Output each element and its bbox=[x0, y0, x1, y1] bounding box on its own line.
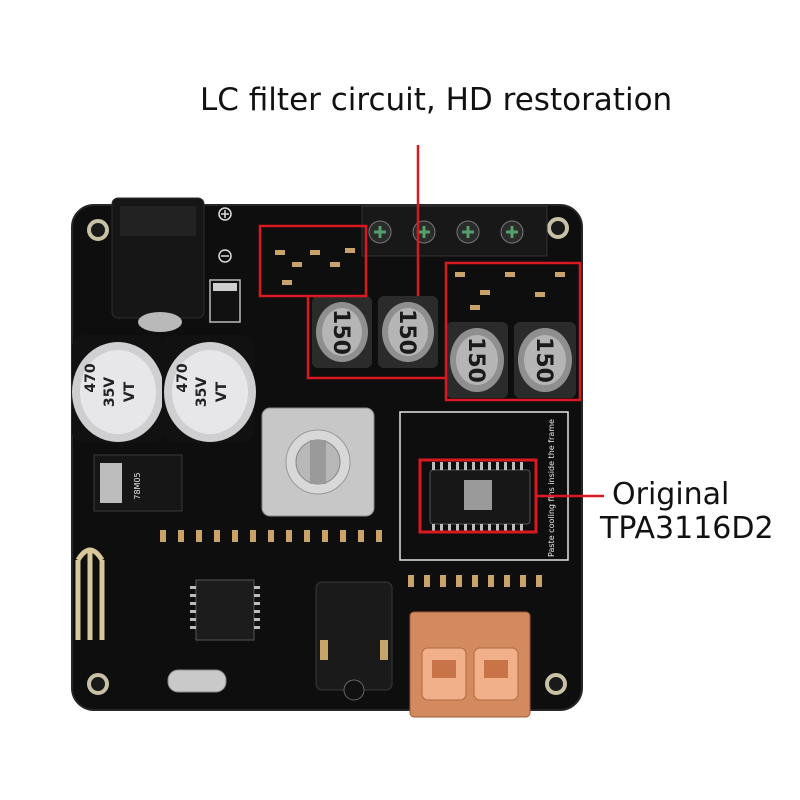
inductor-label: 150 bbox=[394, 309, 419, 355]
chip-cooling-note: Paste cooling fins inside the frame bbox=[547, 419, 556, 557]
electrolytic-capacitor: 470 35V VT bbox=[72, 335, 164, 443]
voltage-regulator: 78M05 bbox=[93, 454, 183, 512]
chip-caption-line1: Original bbox=[612, 477, 730, 512]
inductor-label: 150 bbox=[463, 337, 488, 383]
capacitor-label-line1: 470 bbox=[83, 363, 99, 392]
inductor-label: 150 bbox=[531, 337, 556, 383]
power-polarity-marks bbox=[218, 207, 232, 263]
inductor: 150 bbox=[312, 296, 372, 368]
inductor-label: 150 bbox=[328, 309, 353, 355]
usb-port-icon bbox=[409, 611, 531, 718]
mounting-holes bbox=[87, 217, 569, 695]
capacitor-label-line1: 470 bbox=[175, 363, 191, 392]
crystal-oscillator bbox=[167, 669, 227, 693]
dc-power-jack-icon bbox=[111, 197, 205, 332]
audio-jack-icon bbox=[315, 581, 393, 701]
regulator-label: 78M05 bbox=[133, 472, 142, 499]
bluetooth-antenna-icon bbox=[75, 547, 105, 640]
inductor: 150 bbox=[446, 322, 508, 398]
electrolytic-capacitor: 470 35V VT bbox=[162, 335, 256, 443]
bluetooth-chip bbox=[190, 579, 260, 641]
inductor: 150 bbox=[378, 296, 438, 368]
capacitor-label-line2: 35V bbox=[102, 377, 118, 407]
potentiometer-knob-icon bbox=[261, 407, 375, 517]
smd-components bbox=[275, 248, 565, 310]
capacitor-label-line3: VT bbox=[214, 381, 230, 402]
amplifier-chip-area: Paste cooling fins inside the frame bbox=[399, 411, 569, 561]
lc-filter-highlight bbox=[258, 224, 582, 402]
smd-component-rows bbox=[160, 530, 542, 587]
speaker-terminal-icon bbox=[361, 205, 548, 257]
lc-filter-caption: LC filter circuit, HD restoration bbox=[200, 82, 673, 118]
capacitor-label-line3: VT bbox=[122, 381, 138, 402]
inductor: 150 bbox=[514, 322, 576, 398]
capacitor-label-line2: 35V bbox=[194, 377, 210, 407]
chip-caption-line2: TPA3116D2 bbox=[600, 511, 774, 546]
